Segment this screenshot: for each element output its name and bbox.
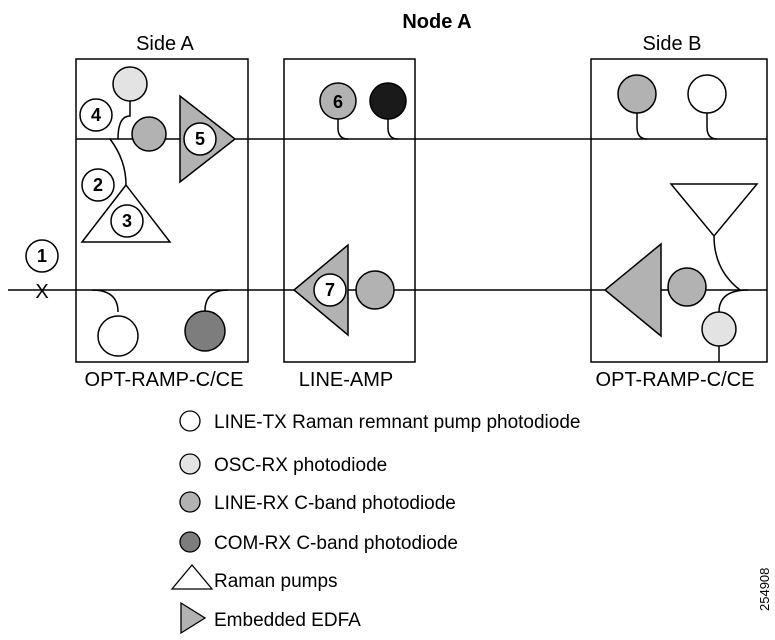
line-rx-photodiode-middle-bottom [355,270,395,310]
tap-com-rx-left [204,289,229,312]
tap-line-tx-right [706,112,718,140]
legend: LINE-TX Raman remnant pump photodiode OS… [170,410,580,635]
line-rx-photodiode-right [617,74,657,114]
legend-osc-rx-icon [179,453,201,475]
svg-text:2: 2 [93,175,103,195]
callout-4: 4 [79,98,113,132]
line-rx-photodiode-left [131,116,167,152]
callout-3: 3 [110,204,144,238]
legend-line-tx-icon [179,410,201,432]
legend-line-rx-label: LINE-RX C-band photodiode [214,493,456,514]
tap-line-rx-right [636,112,648,140]
side-a-label: Side A [136,33,194,55]
legend-line-tx-label: LINE-TX Raman remnant pump photodiode [214,412,580,433]
card-label-left: OPT-RAMP-C/CE [85,369,244,391]
raman-pump-triangle-right [669,183,759,238]
svg-text:5: 5 [195,129,205,149]
tap-osc-rx-left [117,100,131,140]
com-rx-photodiode-left [184,310,226,352]
legend-raman-icon [170,563,214,590]
card-opt-ramp-right [590,58,768,363]
legend-com-rx-label: COM-RX C-band photodiode [214,533,458,554]
legend-edfa-icon [180,601,207,635]
svg-text:7: 7 [325,280,335,300]
osc-rx-photodiode-left [112,66,148,102]
legend-raman-label: Raman pumps [214,571,338,592]
svg-text:3: 3 [122,211,132,231]
callout-6: 6 [333,92,343,112]
line-rx-photodiode-right-bottom [667,267,707,307]
card-label-right: OPT-RAMP-C/CE [596,369,755,391]
osc-rx-photodiode-right [701,311,737,347]
svg-text:1: 1 [37,246,47,266]
tap-osc-rx-right [718,289,749,313]
edfa-right-triangle [603,242,662,338]
card-opt-ramp-left [75,58,249,363]
tap-com-rx-middle [387,118,399,140]
legend-com-rx-icon [179,531,201,553]
tap-line-rx-middle [337,118,349,140]
callout-2: 2 [81,168,115,202]
line-tx-photodiode-left [97,315,139,357]
callout-7: 7 [313,273,347,307]
legend-edfa-label: Embedded EDFA [214,610,361,631]
tap-line-tx-left [91,289,119,313]
com-rx-photodiode-middle [369,82,407,120]
callout-1: 1 [25,239,59,273]
legend-line-rx-icon [179,491,201,513]
figure-number: 254908 [757,568,772,611]
line-tx-photodiode-right [687,74,727,114]
node-title: Node A [402,11,471,33]
card-label-middle: LINE-AMP [299,369,393,391]
tap-raman-right [713,235,741,291]
tap-raman-left [109,138,127,186]
svg-text:4: 4 [91,105,101,125]
card-line-amp [283,58,416,363]
legend-osc-rx-label: OSC-RX photodiode [214,455,387,476]
fiber-cut-mark: X [35,281,48,303]
callout-5: 5 [183,122,217,156]
line-rx-photodiode-middle [319,82,357,120]
side-b-label: Side B [643,33,702,55]
